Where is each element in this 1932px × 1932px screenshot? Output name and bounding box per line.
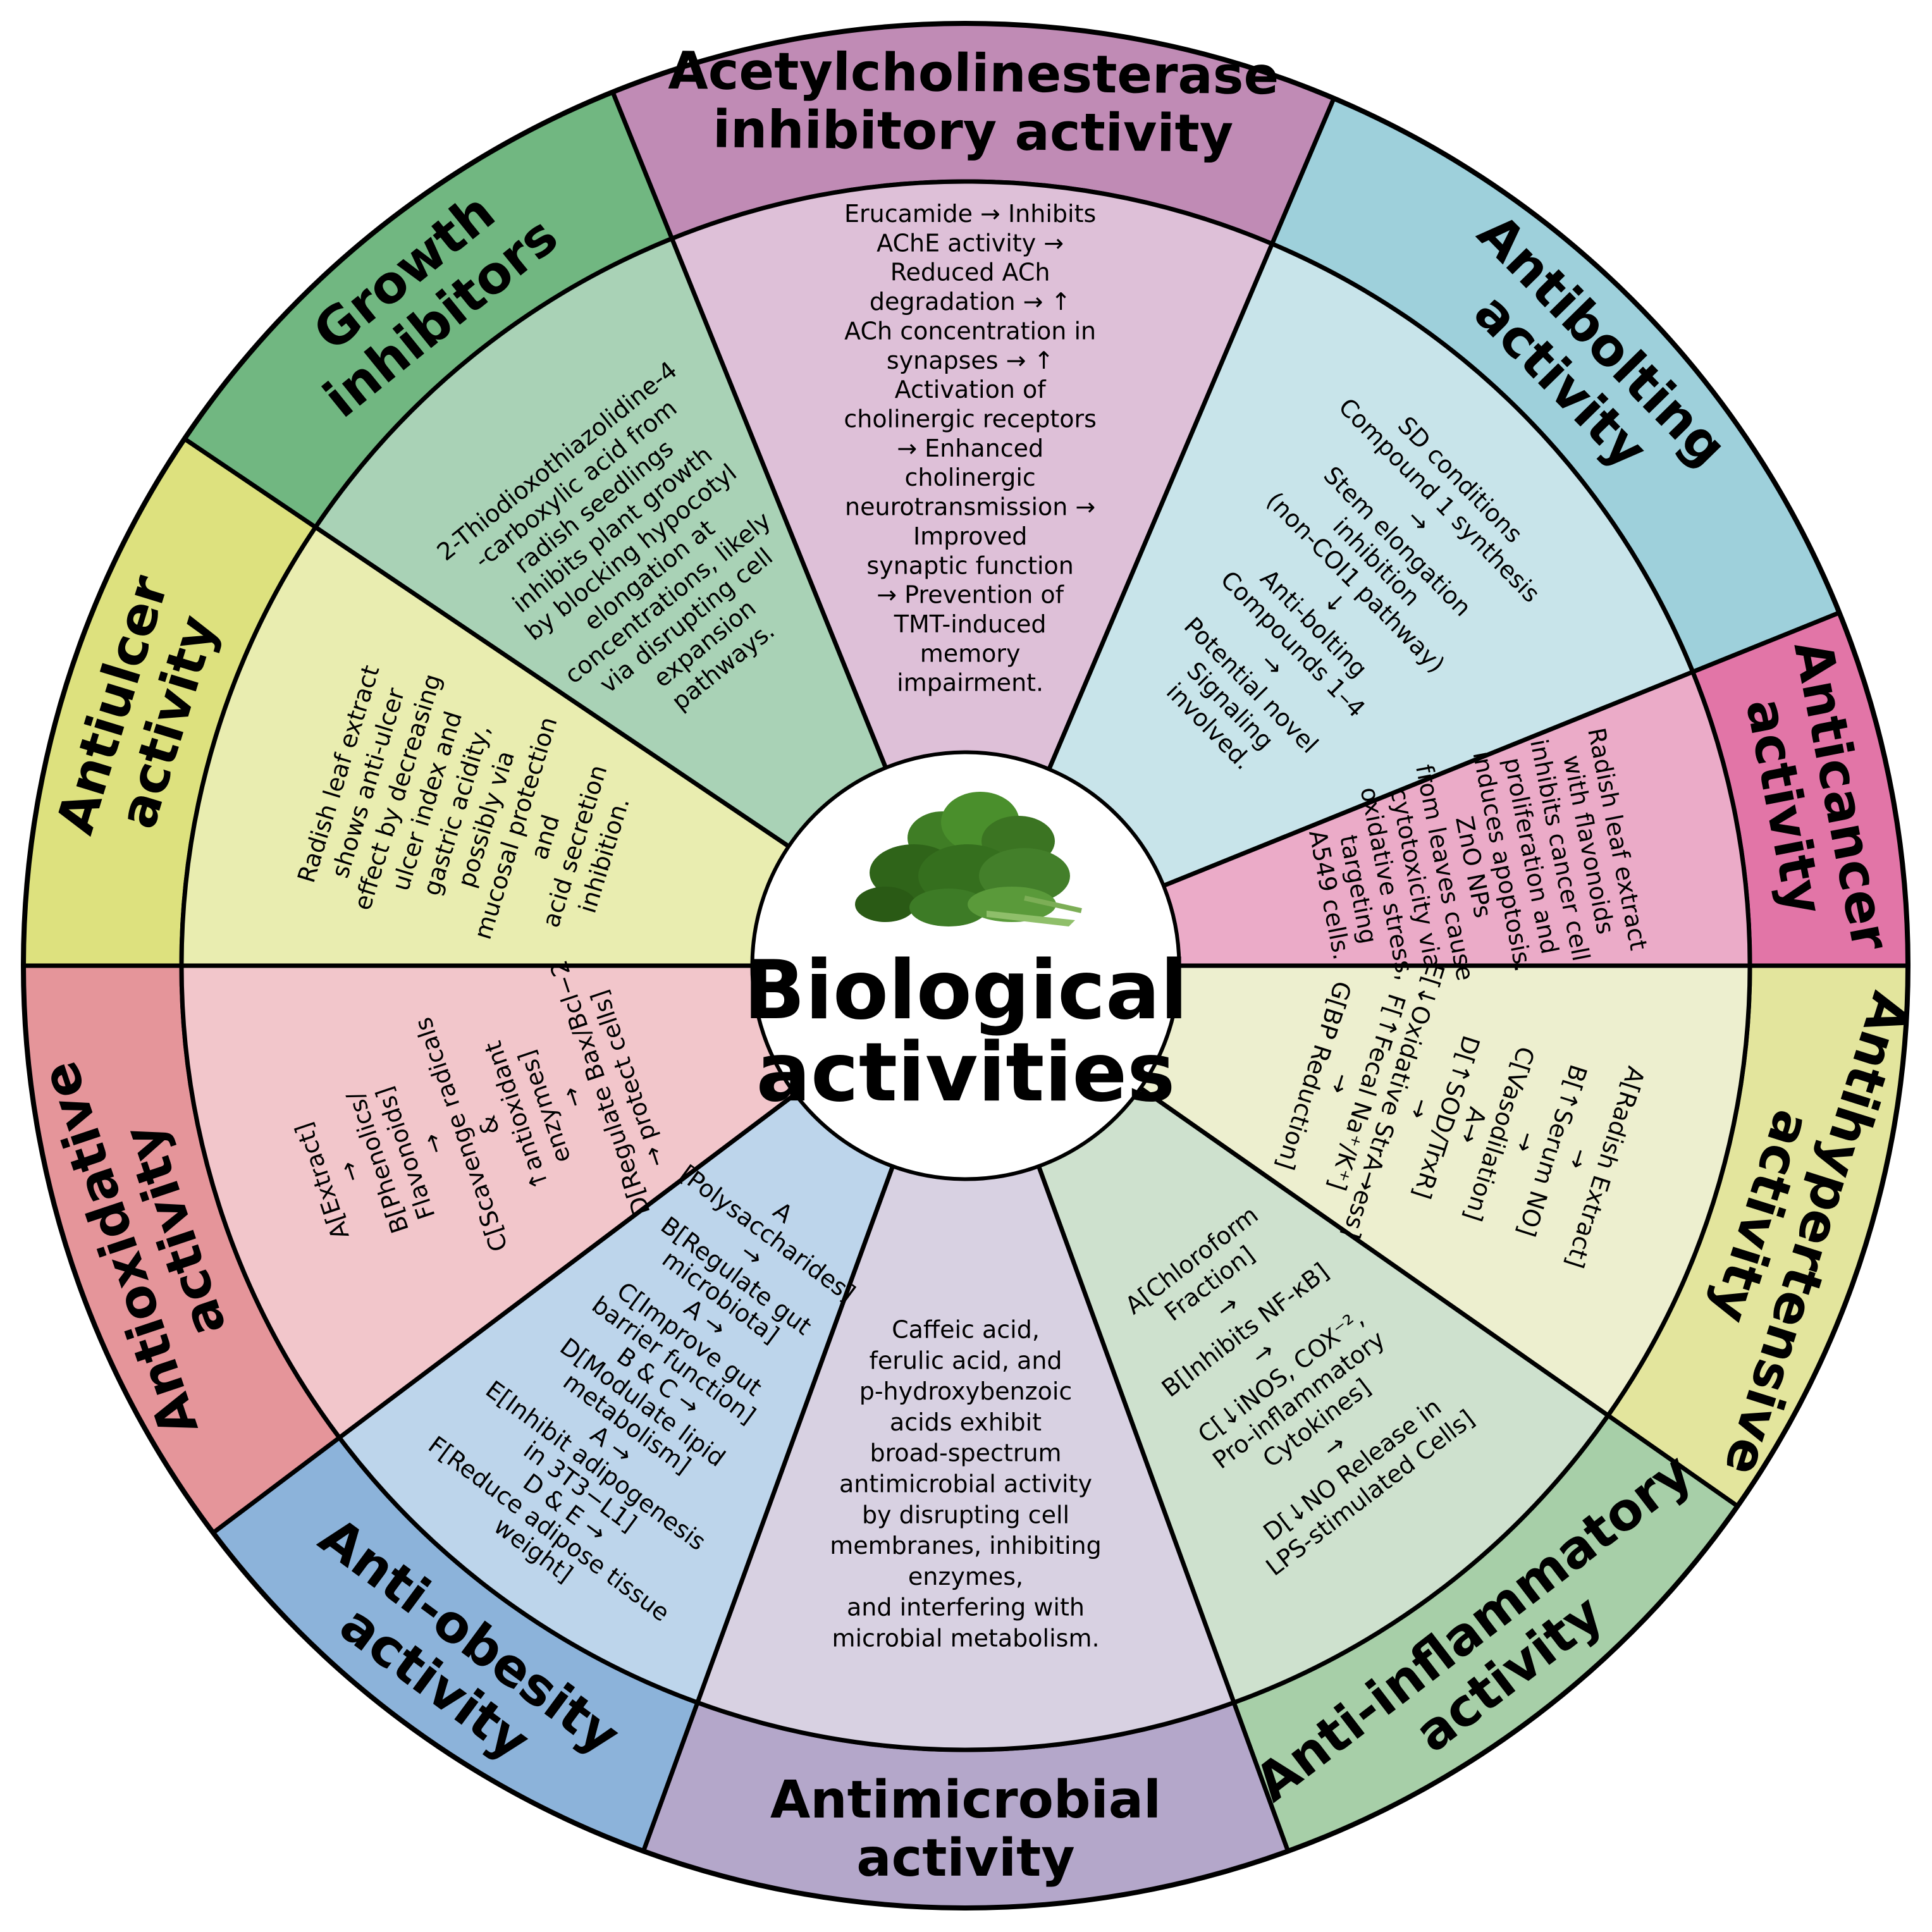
sector-description-line: Reduced ACh (890, 259, 1050, 286)
sector-description-line: Caffeic acid, (892, 1316, 1040, 1344)
sector-anti-inflammatory (1035, 1085, 1741, 1854)
sector-antiulcer (21, 435, 792, 968)
sector-description-line: Improved (913, 522, 1027, 550)
sector-description-line: ACh concentration in (844, 317, 1096, 345)
sector-description-line: synaptic function (866, 551, 1073, 579)
center-title-line-2: activities (756, 1026, 1176, 1120)
sector-description-antimicrobial: Caffeic acid,ferulic acid, and p-hydroxyb… (830, 1316, 1102, 1652)
sector-description-line: neurotransmission → (845, 493, 1095, 521)
sector-description-line: acids exhibit (890, 1408, 1042, 1436)
sector-description-line: cholinergic (904, 464, 1035, 491)
sector-description-line: and interfering with (847, 1594, 1085, 1621)
center-title-line-1: Biological (744, 944, 1188, 1038)
sector-label-line: activity (856, 1828, 1074, 1888)
sector-description-line: Activation of (895, 376, 1047, 403)
sector-description-line: antimicrobial activity (839, 1470, 1092, 1498)
sector-description-line: TMT-induced (894, 610, 1047, 638)
sector-description-line: broad-spectrum (870, 1439, 1061, 1467)
sector-description-line: ferulic acid, and (869, 1346, 1062, 1374)
sector-description-line: memory (920, 639, 1021, 667)
sector-description-line: enzymes, (908, 1563, 1023, 1591)
sector-description-line: microbial metabolism. (832, 1625, 1099, 1652)
sector-description-growth-inhibitors: 2-Thiodioxothiazolidine-4-carboxylic aci… (432, 356, 780, 716)
sector-description-line: by disrupting cell (862, 1501, 1069, 1529)
sector-label-line: inhibitory activity (713, 99, 1234, 164)
center-hub: Biological activities (744, 751, 1188, 1181)
radish-leaves-image (855, 792, 1082, 926)
sector-description-line: → Prevention of (877, 581, 1064, 609)
sector-label-line: Acetylcholinesterase (668, 41, 1279, 106)
sector-description-line: cholinergic receptors (844, 405, 1097, 433)
sector-description-line: impairment. (897, 669, 1043, 697)
sector-description-line: AChE activity → (877, 229, 1064, 257)
sector-description-line: synapses → ↑ (887, 347, 1054, 374)
sector-description-line: Erucamide → Inhibits (844, 200, 1096, 228)
sector-label-line: Antimicrobial (770, 1770, 1161, 1830)
outer-rim (21, 21, 1910, 1910)
sector-description-line: → Enhanced (897, 434, 1043, 462)
sector-description-line: membranes, inhibiting (830, 1532, 1102, 1560)
sector-description-line: degradation → ↑ (870, 288, 1071, 316)
sector-description-line: p-hydroxybenzoic (859, 1377, 1073, 1405)
